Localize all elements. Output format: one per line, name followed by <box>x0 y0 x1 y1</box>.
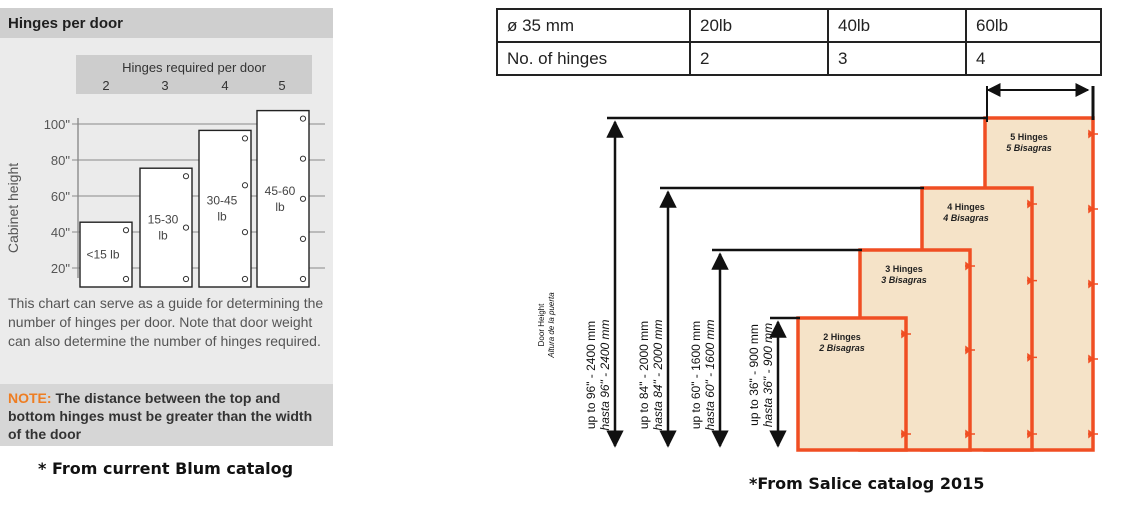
door-label-es: 5 Bisagras <box>1006 143 1052 153</box>
table-row: No. of hinges 2 3 4 <box>496 41 1102 76</box>
hinge-count-label: 5 <box>278 78 285 93</box>
hinge-dot <box>299 235 307 242</box>
hinge-dot <box>241 275 249 283</box>
height-range-label-es: hasta 84" - 2000 mm <box>651 320 665 431</box>
door-height-axis-title-es: Altura de la puerta <box>547 292 556 359</box>
hinge-dot <box>299 275 307 283</box>
door-2-hinges <box>79 221 133 288</box>
hinge-marker <box>1027 429 1037 439</box>
door-weight-label: 15-30 <box>148 213 179 227</box>
hinge-dot <box>122 227 130 234</box>
hinge-dot <box>299 155 307 162</box>
hinge-dot <box>299 115 307 122</box>
height-range-label: up to 60" - 1600 mm <box>689 321 703 429</box>
y-tick-label: 80" <box>51 153 70 168</box>
table-cell: ø 35 mm <box>496 8 691 43</box>
hinge-dot <box>182 173 190 180</box>
salice-caption: *From Salice catalog 2015 <box>749 474 985 493</box>
table-cell: No. of hinges <box>496 41 691 76</box>
hinge-marker <box>1088 354 1098 364</box>
height-range-label-es: hasta 96" - 2400 mm <box>598 320 612 431</box>
door-weight-label: lb <box>217 210 227 224</box>
table-row: ø 35 mm 20lb 40lb 60lb <box>496 8 1102 43</box>
hinge-dot <box>182 275 190 283</box>
height-range-label: up to 96" - 2400 mm <box>584 321 598 429</box>
hinges-header-bar <box>76 55 312 94</box>
blum-caption: * From current Blum catalog <box>38 459 294 478</box>
y-tick-label: 60" <box>51 189 70 204</box>
salice-door-2-hinges <box>796 316 908 452</box>
blum-description: This chart can serve as a guide for dete… <box>8 295 324 349</box>
table-cell: 2 <box>689 41 829 76</box>
door-weight-label: 45-60 <box>265 184 296 198</box>
hinge-marker <box>1088 279 1098 289</box>
door-weight-label: lb <box>275 200 285 214</box>
height-range-label: up to 84" - 2000 mm <box>637 321 651 429</box>
door-label: 5 Hinges <box>1010 132 1048 142</box>
hinge-marker <box>1027 199 1037 209</box>
door-4-hinges <box>198 129 252 288</box>
door-label-es: 2 Bisagras <box>818 343 865 353</box>
y-tick-label: 100" <box>44 117 71 132</box>
hinge-dot <box>299 195 307 202</box>
blum-title: Hinges per door <box>0 8 333 38</box>
hinge-dot <box>241 135 249 142</box>
hinge-marker <box>1027 352 1037 362</box>
door-weight-label: lb <box>158 229 168 243</box>
y-tick-label: 20" <box>51 261 70 276</box>
note-text: The distance between the top and bottom … <box>8 390 313 442</box>
hinge-count-label: 2 <box>102 78 109 93</box>
hinge-marker <box>965 261 975 271</box>
hinge-dot <box>241 229 249 236</box>
door-height-axis-title: Door Height <box>537 303 546 346</box>
hinge-marker <box>901 329 911 339</box>
blum-hinge-chart-panel: Hinges per door Hinges required per door… <box>0 8 333 446</box>
hinge-marker <box>1088 429 1098 439</box>
hinge-marker <box>901 429 911 439</box>
door-weight-label: 30-45 <box>207 194 238 208</box>
hinge-marker <box>965 429 975 439</box>
door-label-es: 4 Bisagras <box>942 213 989 223</box>
hinge-count-labels: 2 3 4 5 <box>102 78 285 93</box>
note-label: NOTE: <box>8 390 52 406</box>
table-cell: 60lb <box>965 8 1102 43</box>
door-silhouettes: <15 lb 15-30 lb 30-45 lb 45-60 lb <box>79 109 310 288</box>
hinge-count-label: 3 <box>161 78 168 93</box>
blum-note: NOTE: The distance between the top and b… <box>0 384 333 446</box>
table-cell: 40lb <box>827 8 967 43</box>
table-cell: 4 <box>965 41 1102 76</box>
hinge-count-label: 4 <box>221 78 228 93</box>
hinge-marker <box>965 345 975 355</box>
hinges-header-label: Hinges required per door <box>122 60 266 75</box>
hinge-marker <box>1088 129 1098 139</box>
hinge-dot <box>182 224 190 231</box>
table-cell: 3 <box>827 41 967 76</box>
table-cell: 20lb <box>689 8 829 43</box>
door-label: 3 Hinges <box>885 264 923 274</box>
salice-hinge-table: ø 35 mm 20lb 40lb 60lb No. of hinges 2 3… <box>496 8 1102 76</box>
door-label: 4 Hinges <box>947 202 985 212</box>
hinge-marker <box>1027 276 1037 286</box>
height-range-label-es: hasta 36" - 900 mm <box>761 323 775 427</box>
blum-chart: Hinges required per door 2 3 4 5 100" 80" 60"… <box>5 55 325 288</box>
height-range-label: up to 36" - 900 mm <box>747 324 761 426</box>
hinge-marker <box>1088 204 1098 214</box>
height-range-label-es: hasta 60" - 1600 mm <box>703 320 717 431</box>
hinge-dot <box>241 182 249 189</box>
door-label-es: 3 Bisagras <box>881 275 927 285</box>
cabinet-height-label: Cabinet height <box>5 163 21 253</box>
door-weight-label: <15 lb <box>86 248 119 262</box>
hinge-dot <box>122 275 130 283</box>
door-label: 2 Hinges <box>823 332 861 342</box>
y-tick-label: 40" <box>51 225 70 240</box>
